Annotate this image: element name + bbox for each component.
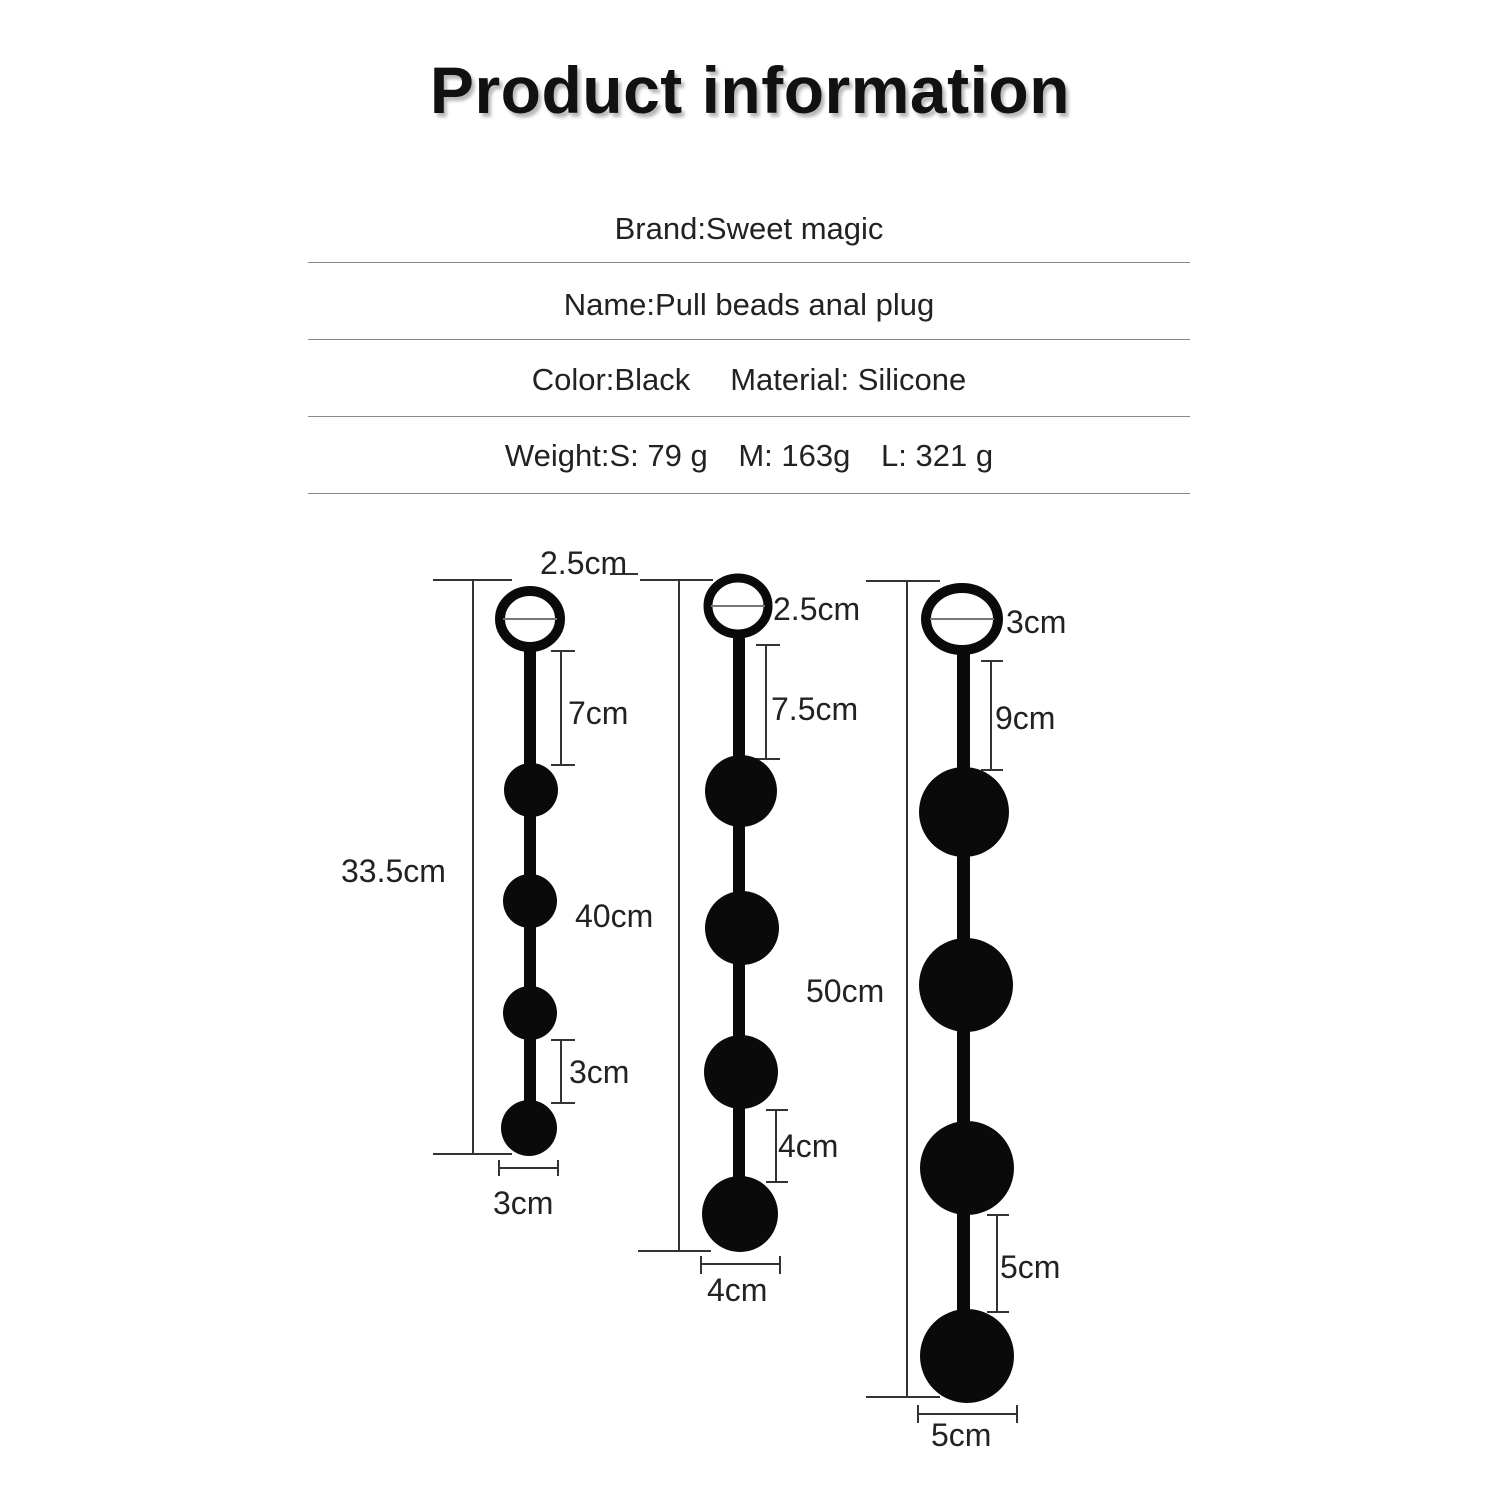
divider <box>308 416 1190 417</box>
medium-total-dimension <box>638 579 713 1252</box>
large-bead-product <box>919 583 1014 1403</box>
weight-m-value: 163g <box>781 438 851 473</box>
medium-ring-label: 2.5cm <box>773 591 860 627</box>
small-gap-dimension <box>551 1039 575 1104</box>
small-total-dimension <box>433 579 512 1155</box>
material-text: Material: Silicone <box>730 362 967 397</box>
small-ball-label: 3cm <box>493 1185 553 1221</box>
medium-gap-label: 4cm <box>778 1128 838 1164</box>
name-row: Name:Pull beads anal plug <box>308 283 1190 327</box>
small-gap-label: 3cm <box>569 1054 629 1090</box>
weight-l-value: 321 g <box>915 438 994 473</box>
weight-l-label: L: <box>881 438 907 473</box>
large-ball-dimension <box>917 1405 1018 1423</box>
medium-gap-dimension <box>766 1109 788 1183</box>
divider <box>308 493 1190 494</box>
large-ring-label: 3cm <box>1006 604 1066 640</box>
small-stem-dimension <box>551 650 575 766</box>
divider <box>308 262 1190 263</box>
large-stem-dimension <box>981 660 1003 771</box>
page-title: Product information <box>429 53 1071 127</box>
medium-total-label: 40cm <box>575 898 653 934</box>
divider <box>308 339 1190 340</box>
small-stem-label: 7cm <box>568 695 628 731</box>
small-ring-label: 2.5cm <box>540 545 627 581</box>
color-material-row: Color:Black Material: Silicone <box>308 358 1190 402</box>
large-gap-dimension <box>987 1214 1009 1313</box>
medium-ball-dimension <box>700 1256 781 1274</box>
large-total-dimension <box>866 580 940 1398</box>
small-ball-dimension <box>498 1160 559 1176</box>
medium-bead-product <box>702 573 779 1252</box>
weight-m-label: M: <box>738 438 773 473</box>
medium-stem-dimension <box>756 644 780 760</box>
brand-text: Brand:Sweet magic <box>614 211 884 246</box>
medium-ball-label: 4cm <box>707 1272 767 1308</box>
weight-row: Weight:S: 79 g M: 163g L: 321 g <box>308 434 1190 478</box>
large-total-label: 50cm <box>806 973 884 1009</box>
weight-label: Weight:S: <box>504 438 639 473</box>
large-stem-label: 9cm <box>995 700 1055 736</box>
brand-row: Brand:Sweet magic <box>308 207 1190 251</box>
large-ball-label: 5cm <box>931 1417 991 1453</box>
small-total-label: 33.5cm <box>341 853 446 889</box>
large-gap-label: 5cm <box>1000 1249 1060 1285</box>
color-text: Color:Black <box>531 362 691 397</box>
weight-s-value: 79 g <box>647 438 708 473</box>
name-text: Name:Pull beads anal plug <box>563 287 935 322</box>
medium-stem-label: 7.5cm <box>771 691 858 727</box>
small-bead-product <box>495 586 565 1156</box>
